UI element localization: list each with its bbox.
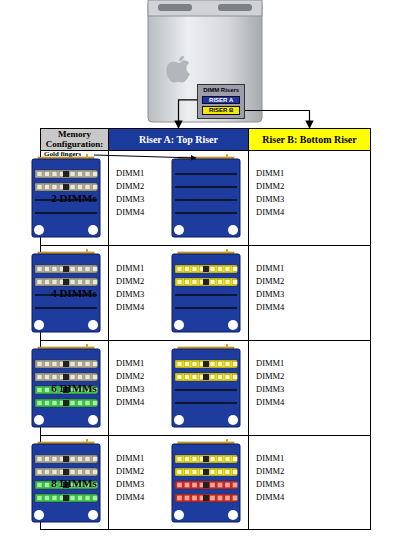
row-label: 4 DIMMs [40,286,108,298]
slot-label: DIMM2 [116,277,144,286]
slot-label: DIMM3 [256,385,284,394]
row-label: 2 DIMMs [40,191,108,203]
node-text: Riser B: Bottom Riser [262,134,357,145]
slot-label: DIMM4 [256,398,284,407]
connector-arrow [240,110,309,128]
slot-label: DIMM4 [116,208,144,217]
slot-label: DIMM1 [256,169,284,178]
node-text: RISER B [209,107,233,114]
riser-card [172,249,240,332]
node-text: RISER A [209,97,233,104]
slot-label: DIMM2 [116,467,144,476]
riser-card [172,344,240,427]
slot-label: DIMM1 [116,169,144,178]
leader-line [94,155,196,158]
slot-label: DIMM4 [256,303,284,312]
slot-label: DIMM4 [116,493,144,502]
riser-cards [32,154,240,522]
slot-label: DIMM2 [256,182,284,191]
slot-label: DIMM1 [256,264,284,273]
node-text: Riser A: Top Riser [139,134,218,145]
row-label: 8 DIMMs [40,476,108,488]
slot-label: DIMM3 [116,290,144,299]
slot-label: DIMM3 [116,480,144,489]
callout-box: DIMM RisersRISER A RISER B [197,84,245,119]
slot-label: DIMM3 [116,385,144,394]
slot-label: DIMM4 [256,493,284,502]
slot-label: DIMM2 [116,372,144,381]
slot-label: DIMM1 [116,359,144,368]
slot-label: DIMM4 [256,208,284,217]
slot-label: DIMM2 [256,372,284,381]
riser-card [172,154,240,237]
header-cell: Memory Configuration: [40,128,109,151]
slot-label: DIMM1 [256,454,284,463]
slot-label: DIMM3 [116,195,144,204]
slot-label: DIMM3 [256,195,284,204]
header-cell: Riser B: Bottom Riser [248,128,371,151]
slot-label: DIMM4 [116,398,144,407]
slot-label: DIMM3 [256,480,284,489]
slot-label: DIMM2 [256,277,284,286]
slot-label: DIMM1 [116,264,144,273]
slot-label: DIMM2 [116,182,144,191]
slot-label: DIMM4 [116,303,144,312]
slot-label: DIMM1 [116,454,144,463]
callout-label: Gold fingers [44,151,81,159]
slot-label: DIMM1 [256,359,284,368]
node-text: DIMM Risers [202,87,240,94]
riser-card [172,439,240,522]
mac-pro-tower [148,0,262,122]
slot-label: DIMM2 [256,467,284,476]
slot-label: DIMM3 [256,290,284,299]
header-cell: Riser A: Top Riser [108,128,249,151]
row-label: 6 DIMMs [40,381,108,393]
riser-a-tag: RISER A [202,96,240,105]
riser-b-tag: RISER B [202,106,240,115]
node-text: Memory Configuration: [41,130,108,150]
